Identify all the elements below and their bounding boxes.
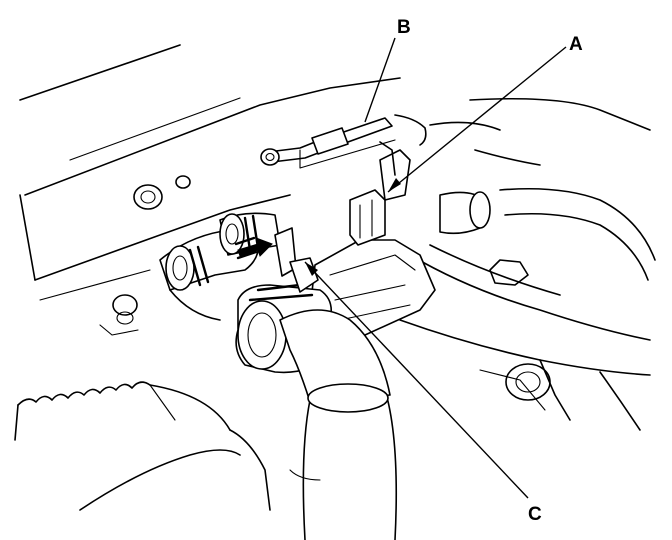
elbow-hose-and-valve xyxy=(235,227,391,413)
removal-direction-arrow xyxy=(234,236,273,260)
intake-manifold-cover xyxy=(19,44,401,336)
right-engine-components xyxy=(399,97,656,431)
callout-label-a: A xyxy=(569,34,583,55)
lower-left-hose xyxy=(14,381,241,511)
callout-label-b: B xyxy=(397,17,411,38)
callout-label-c: C xyxy=(528,504,542,525)
leader-lines xyxy=(304,37,567,499)
bottom-center-hose xyxy=(229,389,398,540)
cable-b xyxy=(260,114,427,176)
